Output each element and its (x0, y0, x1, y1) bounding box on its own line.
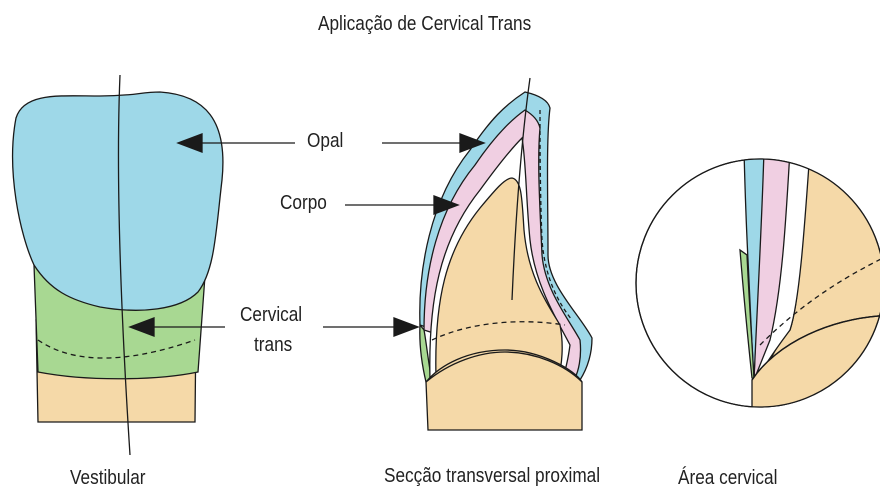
caption-vestibular: Vestibular (70, 468, 146, 488)
label-cervical: Cervical (240, 305, 302, 325)
cervical-arrow-right-head (394, 318, 418, 336)
label-corpo: Corpo (280, 193, 327, 213)
label-trans: trans (254, 335, 292, 355)
label-opal: Opal (307, 131, 343, 151)
vestibular-opal (13, 92, 223, 310)
vestibular-view (13, 75, 223, 455)
caption-seccao: Secção transversal proximal (384, 466, 600, 486)
proximal-section (420, 78, 592, 430)
diagram-title: Aplicação de Cervical Trans (318, 14, 531, 34)
caption-area: Área cervical (678, 468, 777, 488)
magnified-area (636, 150, 880, 420)
